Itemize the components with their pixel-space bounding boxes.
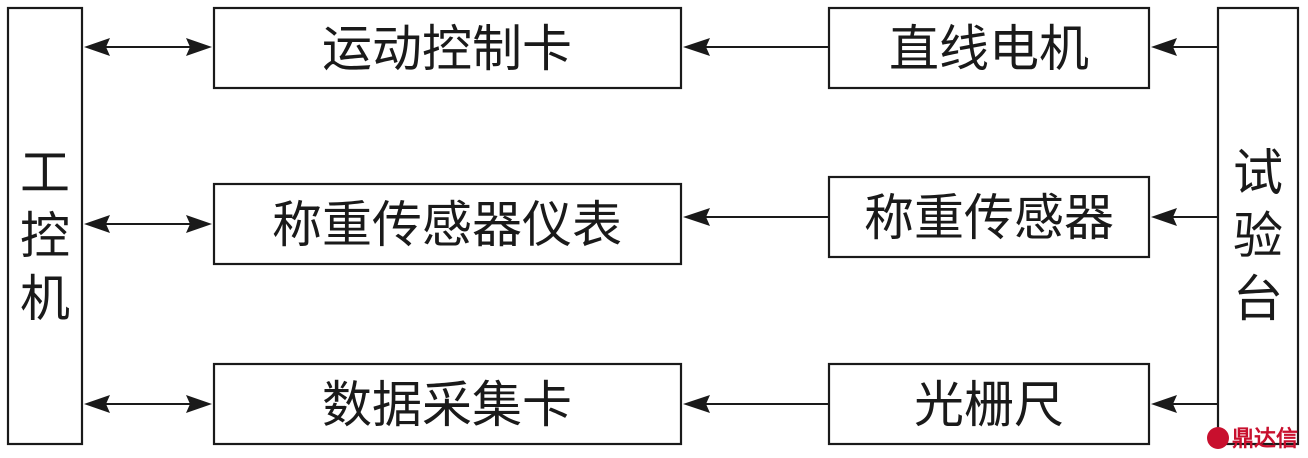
node-industrial-pc-label-char-3: 机: [20, 270, 70, 328]
node-industrial-pc: 工 控 机: [6, 6, 84, 446]
node-weighing-instrument-label: 称重传感器仪表: [272, 196, 622, 254]
node-industrial-pc-label-char-2: 控: [20, 207, 70, 265]
node-motion-control-card: 运动控制卡: [212, 6, 683, 90]
node-grating-ruler: 光栅尺: [827, 362, 1151, 446]
arrow-pc-motion-card: [84, 38, 212, 56]
node-grating-ruler-label: 光栅尺: [914, 376, 1064, 434]
node-industrial-pc-label-char-1: 工: [20, 144, 70, 202]
watermark: 鼎达信: [1207, 426, 1298, 452]
node-load-cell-label: 称重传感器: [864, 189, 1114, 247]
arrow-bench-to-grating-ruler: [1151, 395, 1218, 413]
arrow-load-cell-to-weighing-instrument: [683, 208, 829, 226]
node-test-bench-label-char-2: 验: [1233, 207, 1283, 265]
arrow-pc-weighing-instrument: [84, 215, 212, 233]
node-data-acquisition-card: 数据采集卡: [212, 362, 683, 446]
node-linear-motor: 直线电机: [827, 6, 1151, 90]
node-load-cell: 称重传感器: [827, 175, 1151, 259]
watermark-text: 鼎达信: [1232, 426, 1298, 452]
node-linear-motor-label: 直线电机: [889, 20, 1089, 78]
arrow-linear-motor-to-motion-card: [683, 38, 829, 56]
node-data-acquisition-card-label: 数据采集卡: [322, 376, 572, 434]
arrow-bench-to-load-cell: [1151, 208, 1218, 226]
node-test-bench-label-char-1: 试: [1233, 144, 1283, 202]
arrow-grating-ruler-to-data-card: [683, 395, 829, 413]
watermark-logo-icon: [1207, 427, 1229, 449]
arrow-bench-to-linear-motor: [1151, 38, 1218, 56]
arrow-pc-data-acquisition-card: [84, 395, 212, 413]
node-motion-control-card-label: 运动控制卡: [322, 20, 572, 78]
node-test-bench-label-char-3: 台: [1233, 270, 1283, 328]
node-weighing-instrument: 称重传感器仪表: [212, 182, 683, 266]
node-test-bench: 试 验 台: [1216, 6, 1300, 446]
